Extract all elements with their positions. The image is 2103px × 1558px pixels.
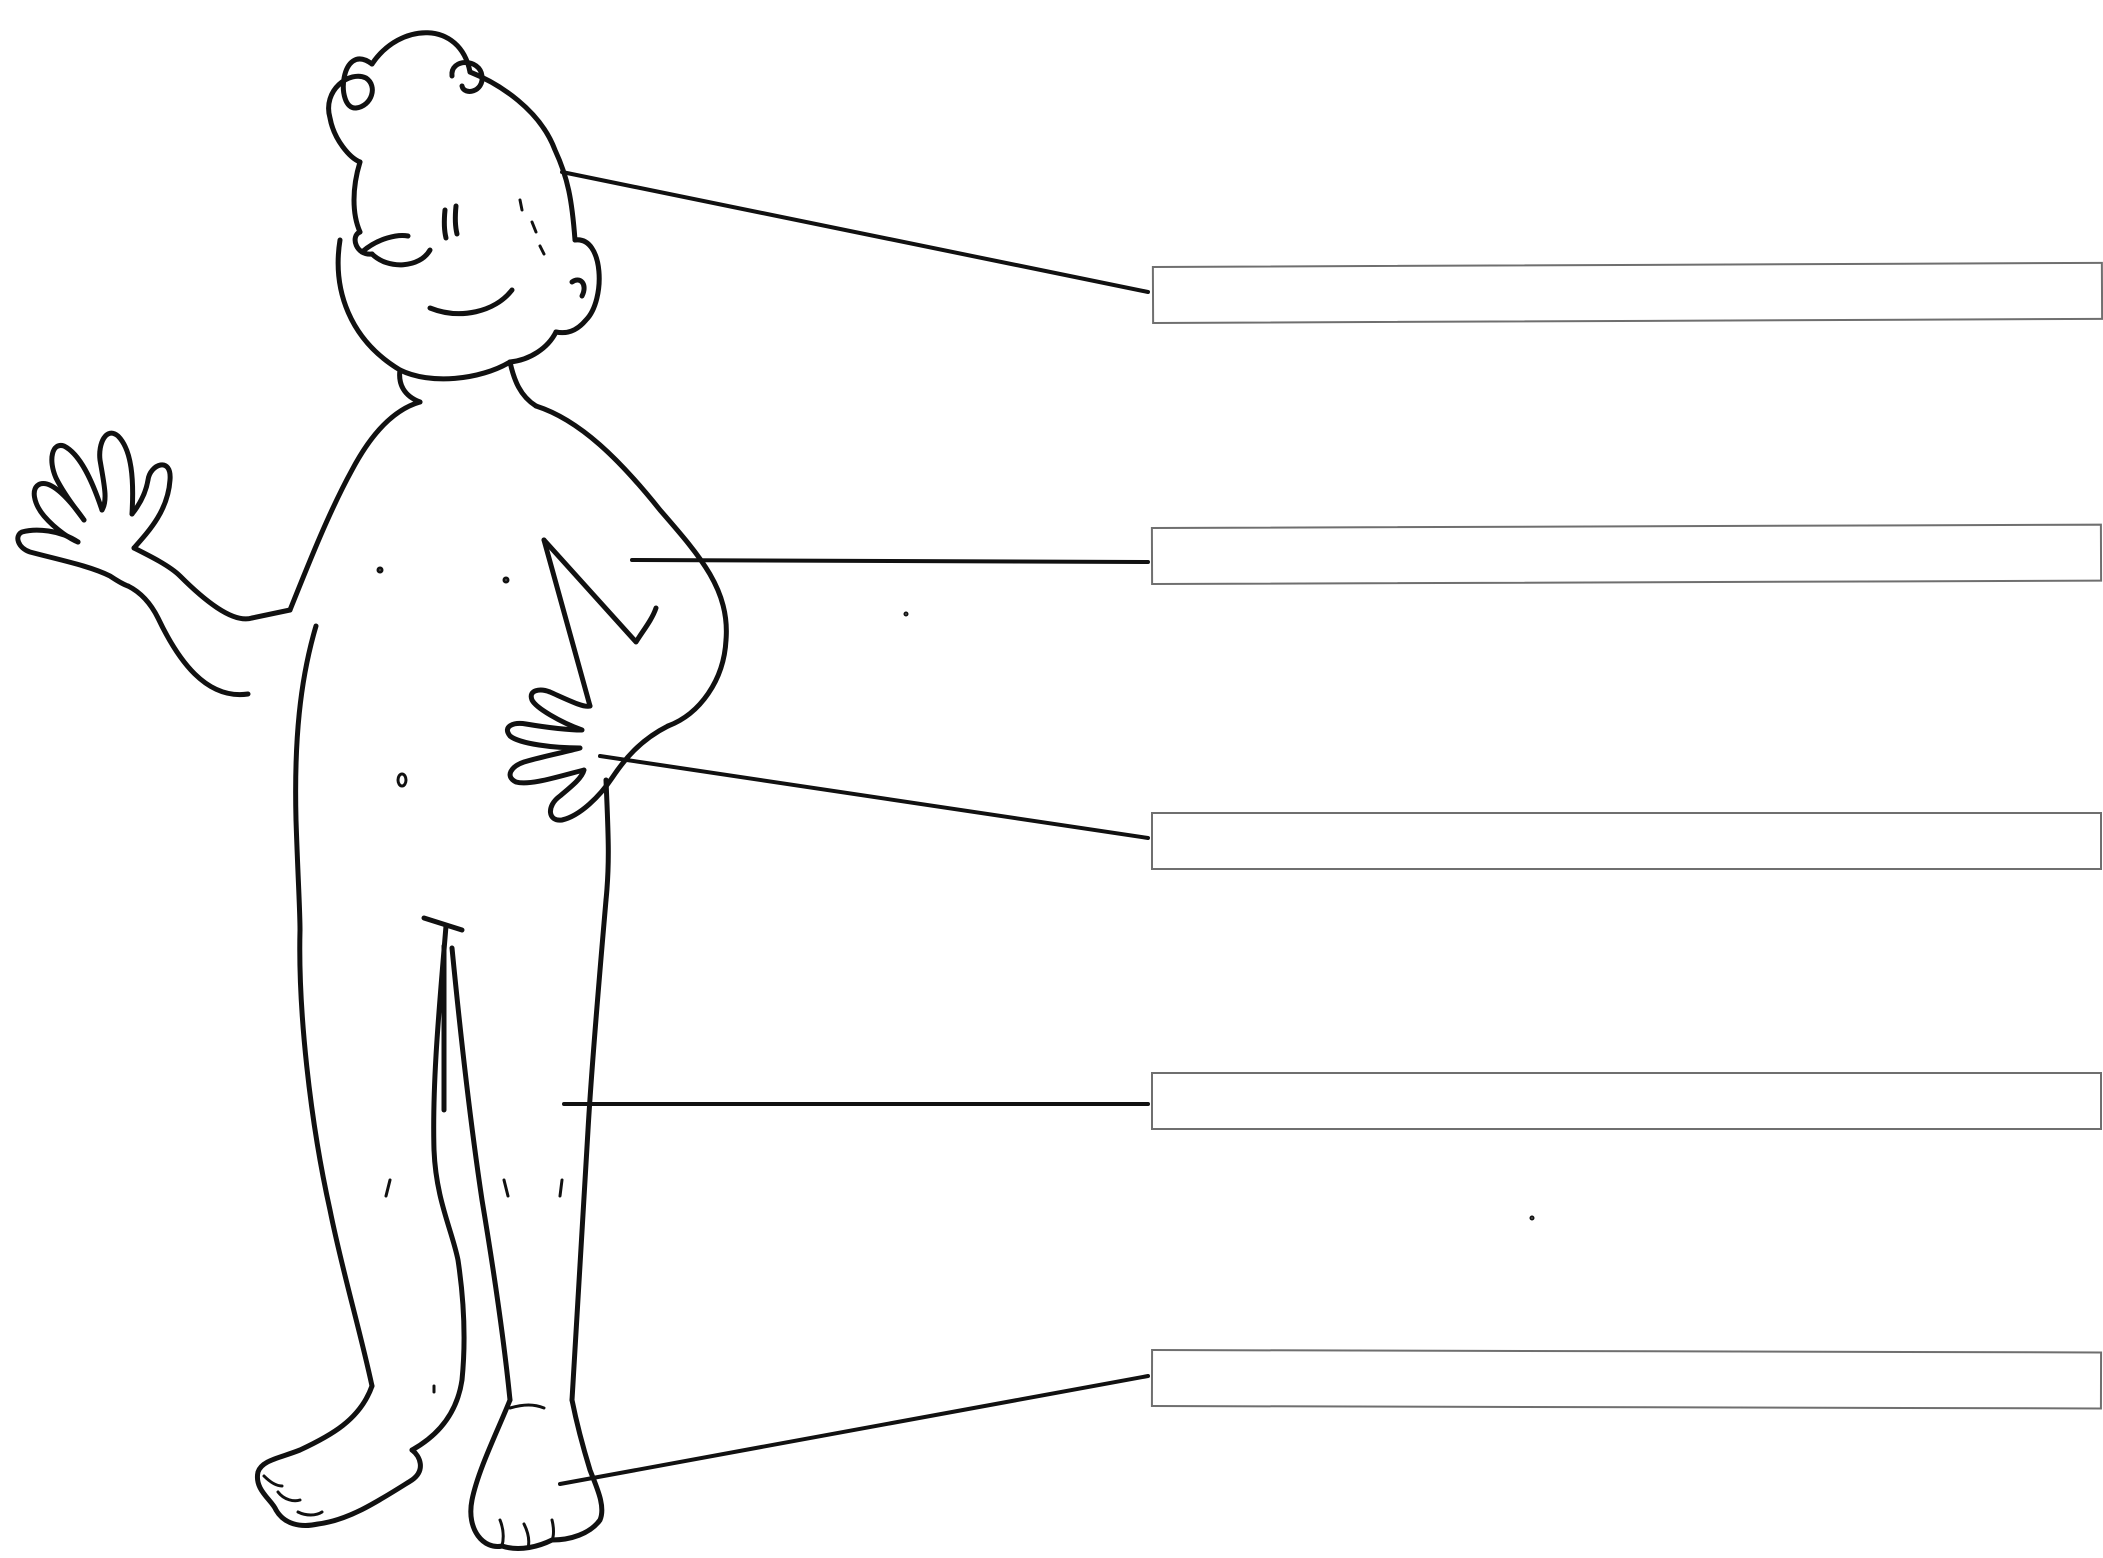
cartoon-person-neck: [400, 362, 536, 406]
cartoon-person-feet: [257, 1386, 601, 1548]
leader-line-chest: [632, 560, 1148, 562]
label-box-chest[interactable]: [1151, 524, 2102, 585]
leader-line-hand: [600, 756, 1148, 838]
label-box-foot[interactable]: [1151, 1349, 2102, 1409]
leader-line-foot: [560, 1376, 1148, 1484]
label-box-leg[interactable]: [1151, 1072, 2102, 1130]
cartoon-person-legs: [300, 900, 606, 1450]
leader-line-head: [562, 172, 1148, 292]
label-box-head[interactable]: [1152, 262, 2103, 324]
cartoon-person-torso: [18, 402, 727, 930]
cartoon-person-head: [329, 33, 600, 379]
label-box-hand[interactable]: [1151, 812, 2102, 870]
cartoon-person-hip-hand: [507, 690, 668, 820]
